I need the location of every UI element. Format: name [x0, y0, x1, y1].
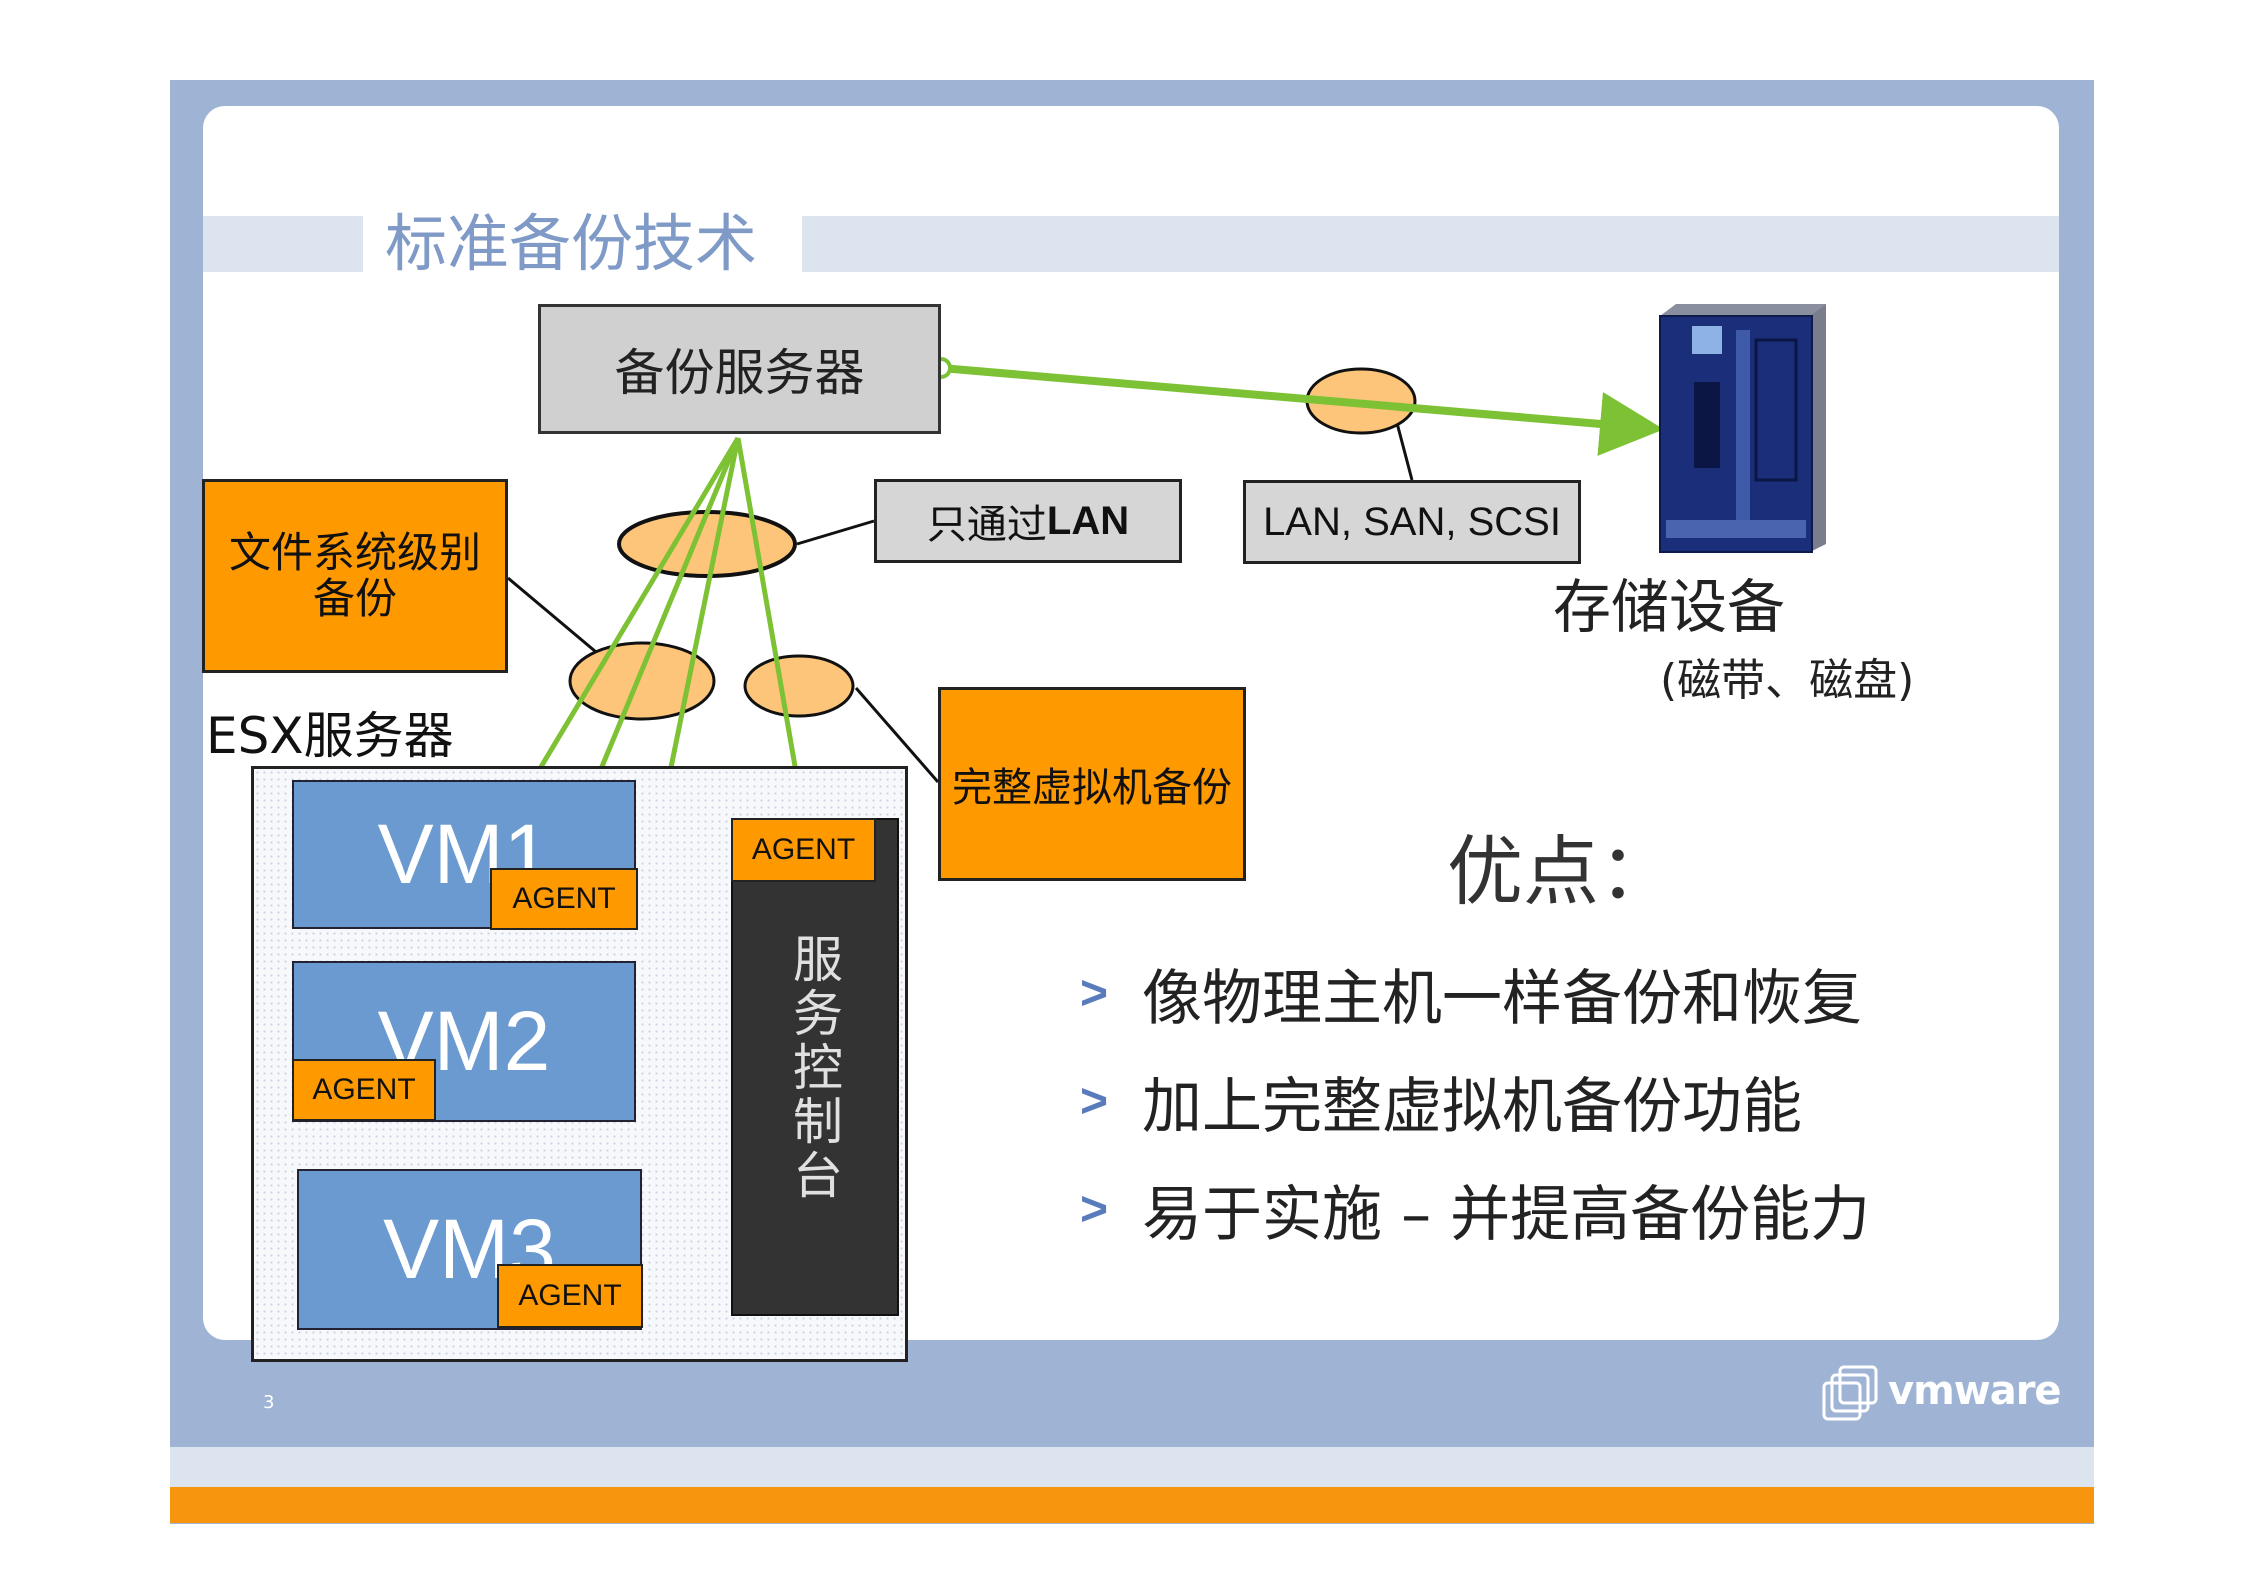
vm1-box: VM1 [292, 780, 636, 929]
vm1-agent: AGENT [490, 868, 638, 930]
advantage-text: 易于实施 – 并提高备份能力 [1142, 1180, 1871, 1250]
storage-media-label: (磁带、磁盘) [1660, 655, 1915, 706]
vmware-wordmark: vmware [1888, 1368, 2062, 1414]
advantage-item: > 易于实施 – 并提高备份能力 [1080, 1166, 1870, 1253]
esx-server-label: ESX服务器 [206, 707, 454, 765]
storage-label: 存储设备 [1553, 573, 1786, 641]
vm3-agent: AGENT [497, 1264, 643, 1328]
page-number: 3 [263, 1392, 275, 1413]
bullet-arrow-icon: > [1080, 1183, 1109, 1236]
advantages-title: 优点： [1447, 827, 1675, 916]
bullet-arrow-icon: > [1080, 1075, 1109, 1128]
vm2-agent: AGENT [292, 1059, 436, 1121]
footer-accent-band [170, 1487, 2094, 1523]
service-console-label: 服务控制台 [785, 933, 843, 1203]
lan-only-prefix: 只通过 [926, 502, 1047, 548]
lan-san-scsi-box: LAN, SAN, SCSI [1243, 480, 1581, 564]
lan-only-bold: LAN [1046, 498, 1130, 543]
service-console-box [731, 818, 899, 1316]
advantage-text: 加上完整虚拟机备份功能 [1142, 1072, 1803, 1142]
vmware-logo-icon [1822, 1365, 1878, 1421]
advantage-text: 像物理主机一样备份和恢复 [1142, 964, 1863, 1034]
backup-server-box: 备份服务器 [538, 304, 941, 434]
console-agent: AGENT [731, 818, 876, 882]
title-band [203, 216, 363, 272]
file-level-backup-box: 文件系统级别 备份 [202, 479, 508, 673]
title-band [802, 216, 2059, 272]
advantage-item: > 加上完整虚拟机备份功能 [1080, 1058, 1802, 1145]
slide-title: 标准备份技术 [385, 207, 758, 280]
full-vm-backup-box: 完整虚拟机备份 [938, 687, 1246, 881]
footer-band [170, 1447, 2094, 1487]
advantage-item: > 像物理主机一样备份和恢复 [1080, 950, 1862, 1037]
bullet-arrow-icon: > [1080, 967, 1109, 1020]
